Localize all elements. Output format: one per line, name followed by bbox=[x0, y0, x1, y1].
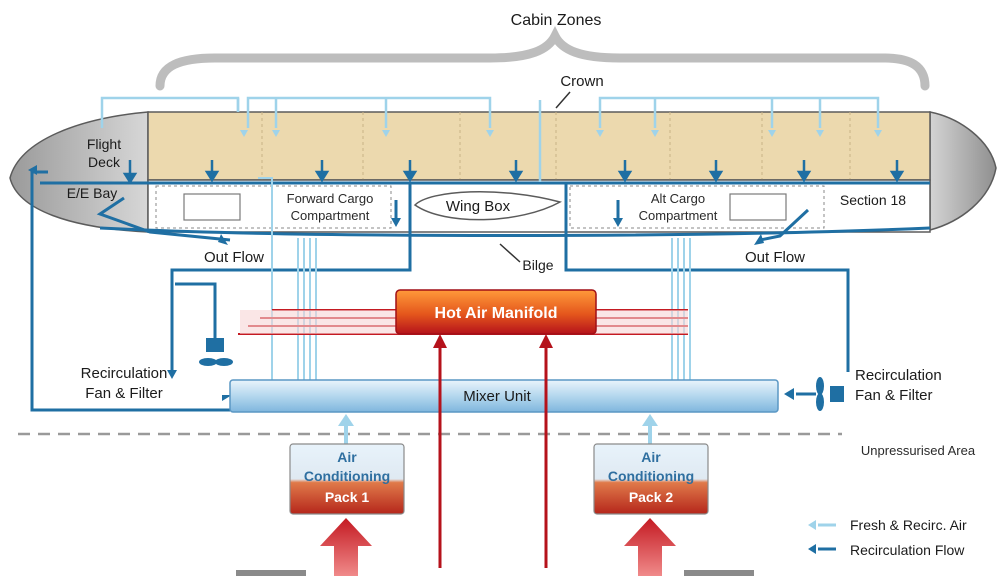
aft-cargo-label-2: Compartment bbox=[639, 208, 718, 223]
air-conditioning-pack-2 bbox=[593, 443, 709, 515]
cabin-downflow-arrows bbox=[122, 160, 905, 185]
hot-air-supply-lines bbox=[438, 346, 548, 568]
legend: Fresh & Recirc. Air Recirculation Flow bbox=[808, 517, 967, 558]
fuselage-tail bbox=[929, 111, 997, 231]
legend-fresh-air-label: Fresh & Recirc. Air bbox=[850, 517, 967, 533]
recirc-fan-left-icon bbox=[199, 338, 233, 366]
bilge-line bbox=[99, 226, 931, 237]
recirc-right-label-2: Fan & Filter bbox=[855, 387, 933, 404]
pack-2-label-1: Air bbox=[641, 449, 661, 465]
mixer-unit-label: Mixer Unit bbox=[463, 388, 531, 405]
legend-recirc-flow-label: Recirculation Flow bbox=[850, 542, 965, 558]
cabin-zone-dividers bbox=[261, 112, 851, 180]
forward-cargo-container bbox=[183, 193, 241, 221]
crown-label: Crown bbox=[560, 73, 603, 90]
unpressurised-label: Unpressurised Area bbox=[861, 443, 976, 458]
forward-cargo-label-2: Compartment bbox=[291, 208, 370, 223]
out-flow-right-label: Out Flow bbox=[745, 249, 805, 266]
recirc-left-label-2: Fan & Filter bbox=[85, 385, 163, 402]
cabin-zones-brace bbox=[155, 25, 930, 91]
recirc-fan-right-icon bbox=[816, 377, 844, 411]
air-conditioning-pack-1 bbox=[289, 443, 405, 515]
recirc-left-label-1: Recirculation bbox=[81, 365, 168, 382]
bilge-pointer bbox=[499, 243, 521, 263]
bleed-air-inlet-arrows bbox=[320, 518, 676, 576]
section-18-label: Section 18 bbox=[840, 192, 906, 208]
pack-1-label-1: Air bbox=[337, 449, 357, 465]
legend-recirc-flow: Recirculation Flow bbox=[808, 542, 965, 558]
hot-air-supply-arrowheads bbox=[433, 334, 553, 348]
aft-cargo-container bbox=[729, 193, 787, 221]
pack-2-label-3: Pack 2 bbox=[629, 489, 674, 505]
pack-1-label-3: Pack 1 bbox=[325, 489, 370, 505]
legend-fresh-air: Fresh & Recirc. Air bbox=[808, 517, 967, 533]
engine-stubs bbox=[236, 570, 754, 576]
crown-pointer bbox=[555, 91, 571, 109]
fuselage-nose bbox=[9, 111, 149, 233]
bilge-label: Bilge bbox=[522, 257, 553, 273]
wing-box bbox=[413, 190, 563, 221]
hot-air-manifold-label: Hot Air Manifold bbox=[435, 305, 558, 322]
recirc-right-label-1: Recirculation bbox=[855, 367, 942, 384]
flight-deck-label-2: Deck bbox=[88, 154, 121, 170]
aft-cargo-label-1: Alt Cargo bbox=[651, 191, 705, 206]
mixer-unit bbox=[229, 379, 779, 413]
flight-deck-label-1: Flight bbox=[87, 136, 121, 152]
pack-2-label-2: Conditioning bbox=[608, 468, 694, 484]
pack-1-label-2: Conditioning bbox=[304, 468, 390, 484]
recirc-arrowheads bbox=[28, 165, 794, 401]
fresh-air-distribution bbox=[100, 96, 880, 182]
hot-air-manifold bbox=[395, 289, 597, 335]
forward-cargo-label-1: Forward Cargo bbox=[287, 191, 374, 206]
ee-bay-label: E/E Bay bbox=[67, 185, 118, 201]
pack-to-mixer-arrows bbox=[338, 414, 658, 444]
out-flow-left-label: Out Flow bbox=[204, 249, 264, 266]
wing-box-label: Wing Box bbox=[446, 198, 511, 215]
fresh-air-arrows bbox=[240, 130, 882, 137]
aft-cargo-compartment bbox=[569, 185, 825, 229]
cabin-zones-title: Cabin Zones bbox=[511, 12, 602, 29]
